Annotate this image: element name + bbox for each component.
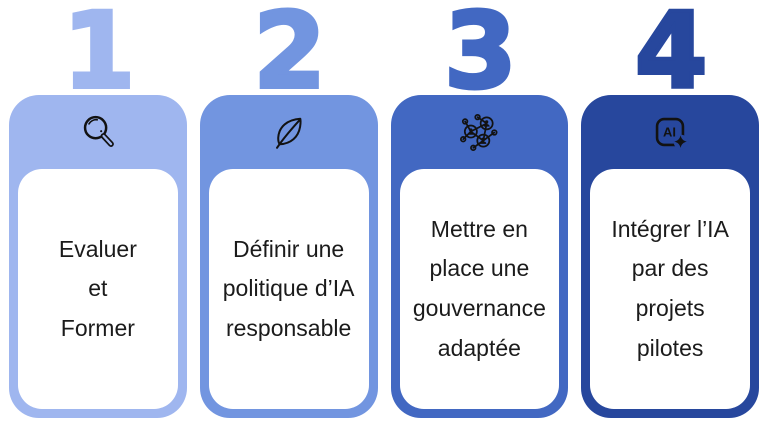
step-1-text: Evaluer et Former (58, 235, 137, 341)
step-4: 4 AI Intégrer l’IA par des projets pilot… (581, 0, 759, 426)
step-4-card: AI Intégrer l’IA par des projets pilotes (581, 95, 759, 418)
people-network-icon (460, 113, 498, 151)
step-4-text: Intégrer l’IA par des projets pilotes (611, 215, 729, 361)
step-3-card: Mettre en place une gouvernance adaptée (390, 95, 569, 418)
step-3-text: Mettre en place une gouvernance adaptée (412, 215, 546, 361)
step-2: 2 Définir une politique d’IA responsable (199, 0, 378, 426)
step-3-icon-zone (391, 95, 569, 169)
step-4-icon-zone: AI (581, 95, 759, 169)
step-2-text: Définir une politique d’IA responsable (222, 235, 355, 341)
leaf-icon (275, 117, 302, 149)
step-1: 1 Evaluer et Former (9, 0, 187, 426)
step-2-body: Définir une politique d’IA responsable (208, 169, 369, 409)
step-3: 3 (390, 0, 569, 426)
step-1-icon-zone (9, 95, 187, 169)
step-2-icon-zone (200, 95, 378, 169)
step-4-number: 4 (633, 0, 709, 112)
step-2-number: 2 (251, 0, 327, 112)
step-2-card: Définir une politique d’IA responsable (199, 95, 378, 418)
ai-sparkle-icon: AI (655, 117, 689, 150)
step-4-body: Intégrer l’IA par des projets pilotes (590, 169, 750, 409)
step-1-card: Evaluer et Former (9, 95, 187, 418)
step-1-body: Evaluer et Former (18, 169, 178, 409)
step-3-number: 3 (442, 0, 518, 112)
step-1-number: 1 (61, 0, 137, 112)
ai-label: AI (663, 124, 676, 139)
step-3-body: Mettre en place une gouvernance adaptée (399, 169, 560, 409)
search-icon (83, 115, 114, 147)
